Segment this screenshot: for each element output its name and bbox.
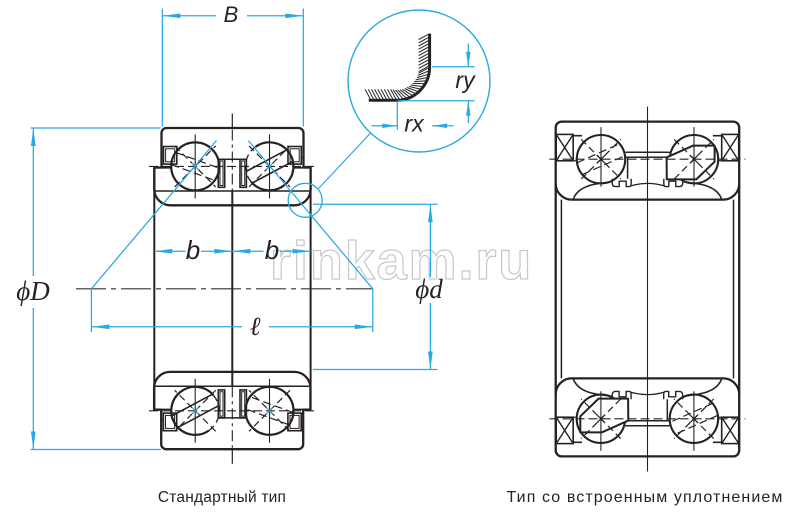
svg-text:ℓ: ℓ <box>250 312 261 341</box>
svg-text:ry: ry <box>455 67 476 93</box>
svg-text:ϕd: ϕd <box>415 274 443 304</box>
svg-text:rinkam.ru: rinkam.ru <box>270 231 533 291</box>
svg-text:b: b <box>265 235 279 265</box>
svg-text:rx: rx <box>404 111 425 137</box>
svg-text:Стандартный тип: Стандартный тип <box>158 489 286 506</box>
svg-text:ϕD: ϕD <box>16 276 50 306</box>
svg-text:B: B <box>224 2 239 27</box>
svg-text:Тип со встроенным уплотнением: Тип со встроенным уплотнением <box>507 489 784 506</box>
svg-text:b: b <box>186 235 200 265</box>
